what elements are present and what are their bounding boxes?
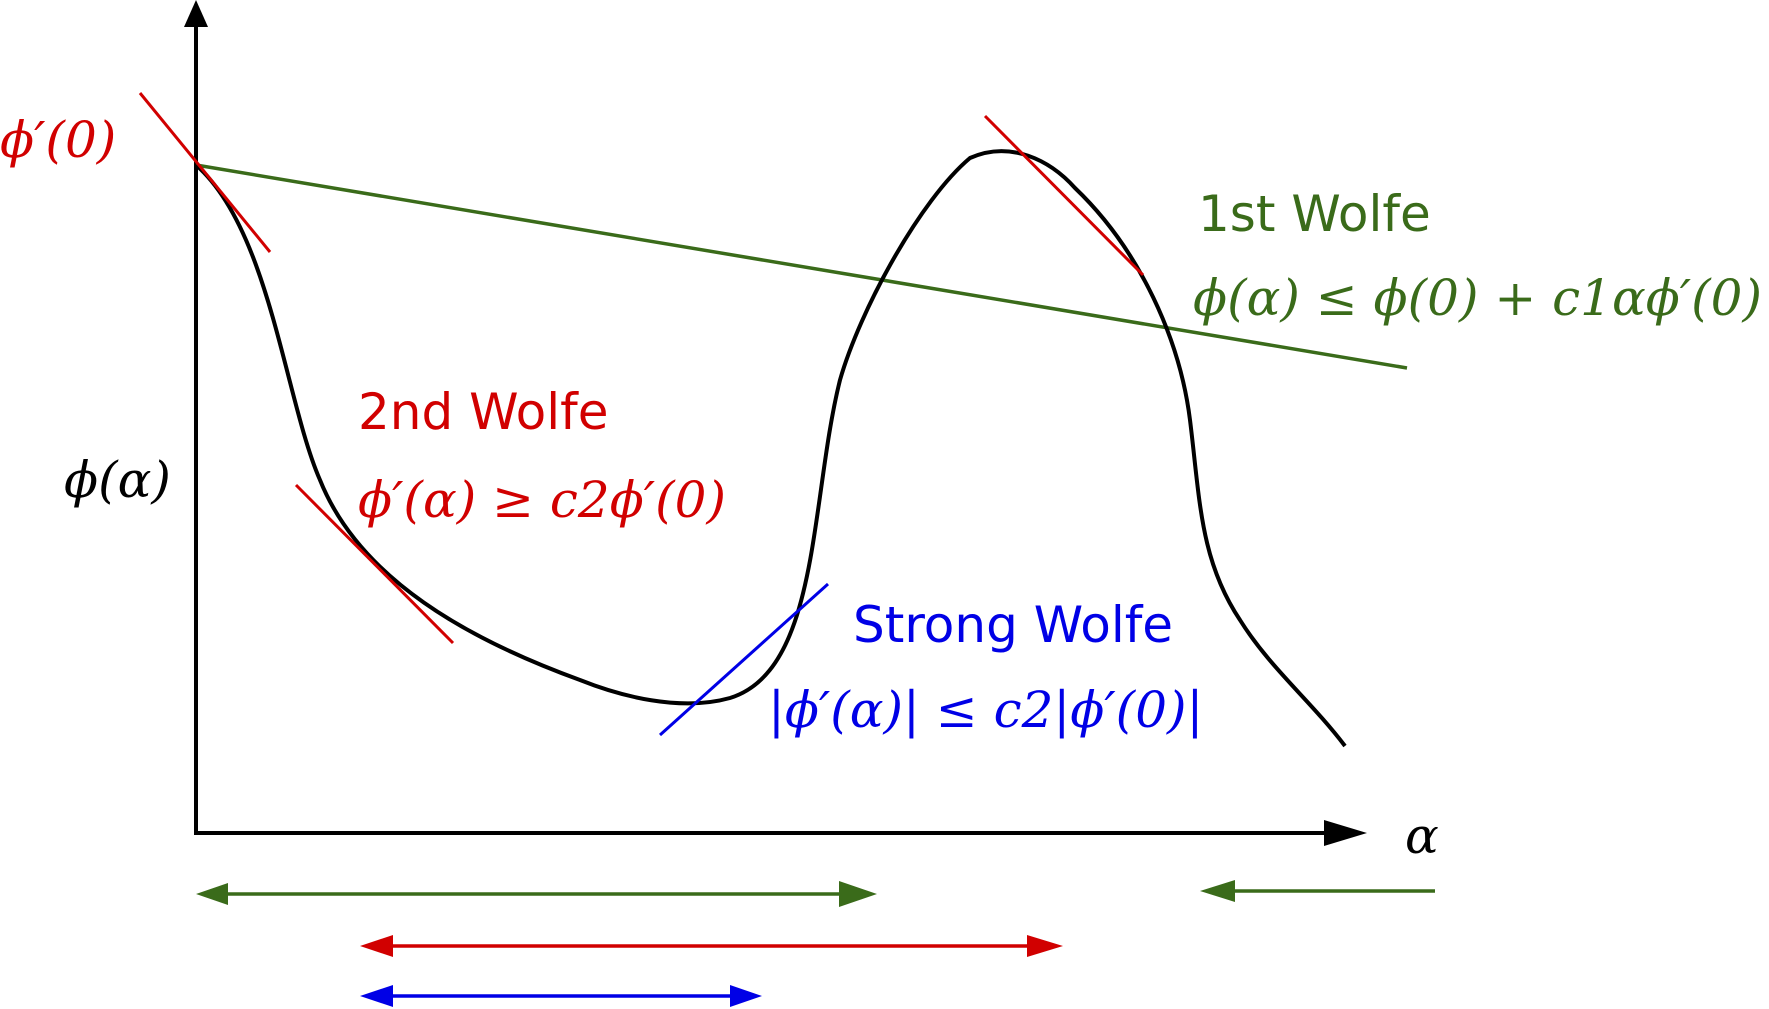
phi-prime-zero-label: ϕ′(0) <box>0 111 117 169</box>
tangent-strong-wolfe <box>658 582 830 737</box>
first-wolfe-line <box>195 163 1408 370</box>
second-wolfe-condition: ϕ′(α) ≥ c2ϕ′(0) <box>358 471 726 529</box>
second-wolfe-title: 2nd Wolfe <box>358 383 609 441</box>
x-axis-arrowhead-icon <box>1324 820 1367 846</box>
tangent-at-second-wolfe <box>294 483 455 645</box>
first-wolfe-title: 1st Wolfe <box>1198 185 1431 243</box>
strong-wolfe-condition: |ϕ′(α)| ≤ c2|ϕ′(0)| <box>768 681 1204 739</box>
tangent-at-peak <box>983 114 1145 277</box>
strong-wolfe-interval-right-head-icon <box>730 985 762 1007</box>
strong-wolfe-interval-left-head-icon <box>360 985 393 1007</box>
alpha-axis-label: α <box>1405 807 1439 865</box>
first-wolfe-interval-right-head-icon <box>839 881 877 907</box>
second-wolfe-interval-left-head-icon <box>360 935 393 957</box>
tangent-at-zero <box>138 92 272 253</box>
first-wolfe-condition: ϕ(α) ≤ ϕ(0) + c1αϕ′(0) <box>1193 269 1762 327</box>
first-wolfe-interval-left-head-icon <box>196 883 228 905</box>
phi-curve <box>194 149 1347 748</box>
second-wolfe-interval-right-head-icon <box>1027 935 1063 957</box>
phi-alpha-label: ϕ(α) <box>64 451 171 509</box>
y-axis-arrowhead-icon <box>184 0 208 27</box>
strong-wolfe-title: Strong Wolfe <box>853 596 1174 654</box>
first-wolfe-interval-right-segment-head-icon <box>1200 880 1235 902</box>
